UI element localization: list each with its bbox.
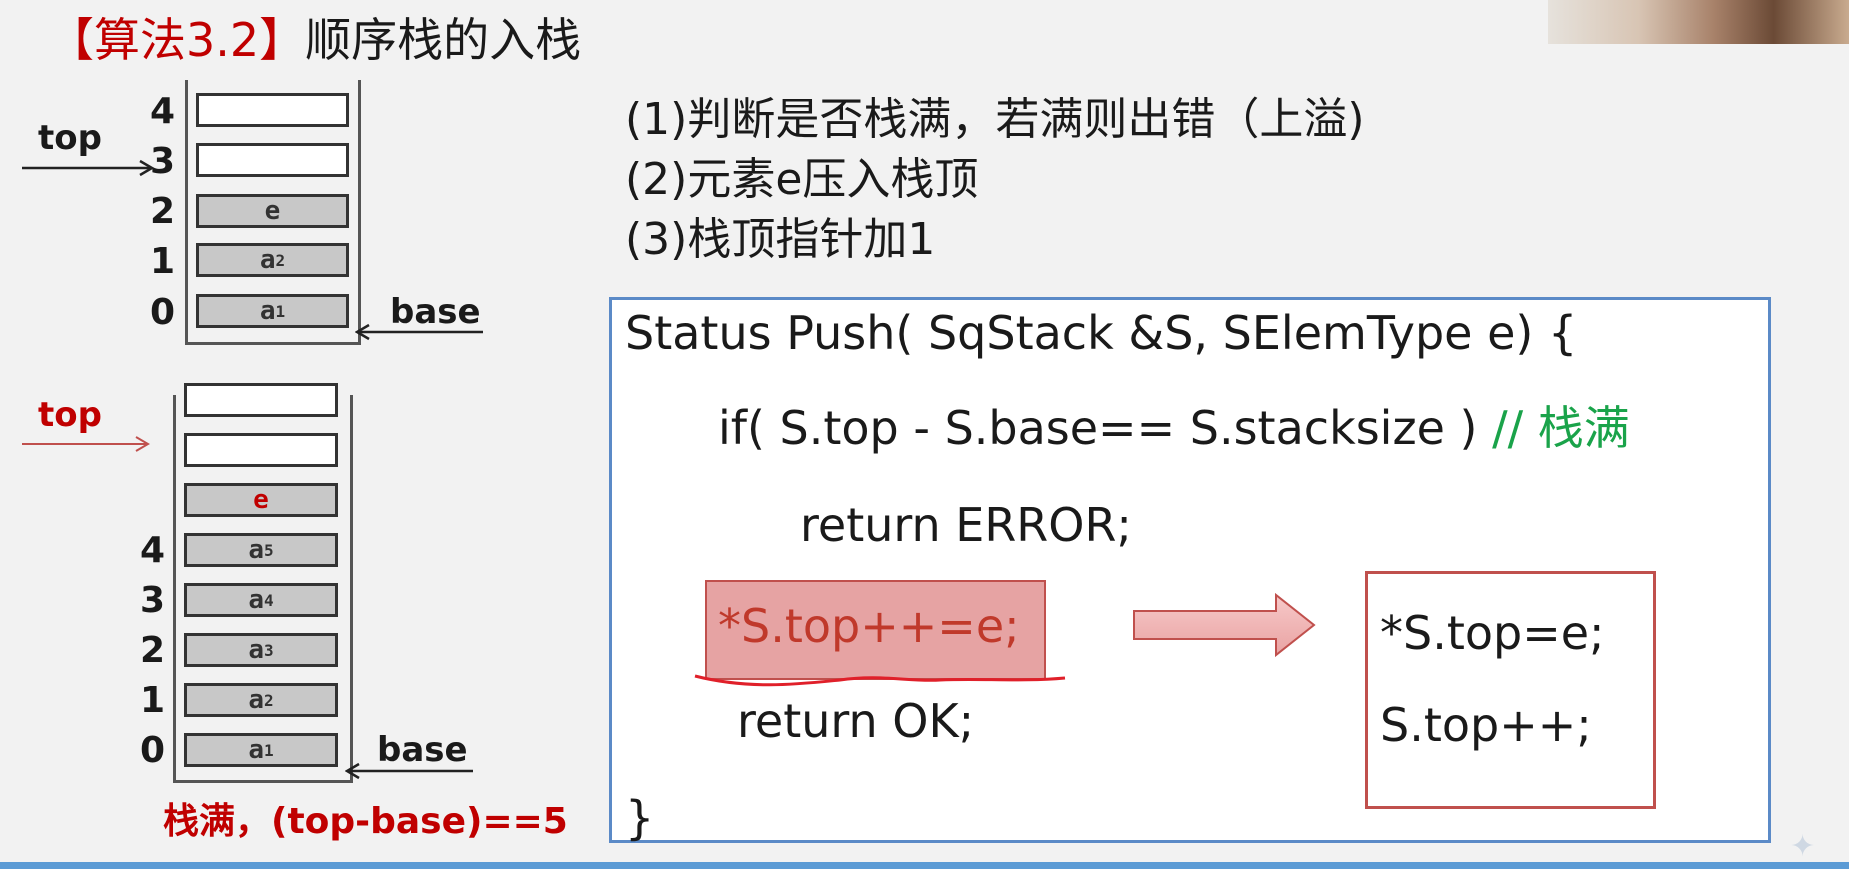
- stack2-top-label: top: [38, 395, 102, 435]
- code-line-2: if( S.top - S.base== S.stacksize ) // 栈满: [718, 401, 1630, 455]
- expanded-line-1: *S.top=e;: [1380, 606, 1605, 660]
- expanded-code-box: [1365, 571, 1656, 809]
- expand-arrow: [1133, 592, 1316, 658]
- code-comment: // 栈满: [1492, 401, 1630, 455]
- algorithm-number: 【算法3.2】: [48, 13, 306, 67]
- stack2-index-4: 4: [139, 530, 165, 571]
- stack1-index-2: 2: [149, 191, 175, 232]
- slide-title: 【算法3.2】顺序栈的入栈: [48, 10, 581, 70]
- stack1-cell-3: [196, 143, 349, 177]
- corner-logo-icon: ✦: [1790, 829, 1816, 864]
- code-line-3: return ERROR;: [800, 498, 1132, 552]
- stack2-base-label: base: [377, 730, 468, 770]
- stack2-cell-5: [184, 433, 338, 467]
- stack1-top-arrow: [22, 159, 155, 177]
- code-line-6: }: [625, 791, 655, 845]
- stack2-top-arrow: [22, 436, 150, 452]
- code-line-1: Status Push( SqStack &S, SElemType e) {: [625, 306, 1578, 360]
- title-text: 顺序栈的入栈: [305, 13, 582, 67]
- stack2-cell-6: [184, 383, 338, 417]
- stack-full-note: 栈满，(top-base)==5: [163, 801, 568, 842]
- stack2-index-1: 1: [139, 680, 165, 721]
- stack2-frame: [173, 395, 353, 783]
- webcam-overlay: [1548, 0, 1849, 44]
- expanded-line-2: S.top++;: [1380, 698, 1592, 752]
- highlight-box: [705, 580, 1046, 680]
- stack1-cell-4: [196, 93, 349, 127]
- stack1-cell-2: e: [196, 194, 349, 228]
- stack1-index-0: 0: [149, 292, 175, 333]
- stack2-base-arrow: [345, 762, 473, 780]
- stack1-index-4: 4: [149, 91, 175, 132]
- step-2: (2)元素e压入栈顶: [625, 154, 979, 205]
- stack2-cell-e: e: [184, 483, 338, 517]
- stack1-base-arrow: [355, 323, 483, 341]
- stack1-frame: [185, 80, 361, 345]
- stack2-index-2: 2: [139, 630, 165, 671]
- step-3: (3)栈顶指针加1: [625, 214, 936, 265]
- push-steps: (1)判断是否栈满，若满则出错（上溢) (2)元素e压入栈顶 (3)栈顶指针加1: [625, 90, 1365, 270]
- step-1: (1)判断是否栈满，若满则出错（上溢): [625, 94, 1365, 145]
- stack2-index-3: 3: [139, 580, 165, 621]
- stack1-index-1: 1: [149, 241, 175, 282]
- code-line-5: return OK;: [737, 694, 975, 748]
- stack1-top-label: top: [38, 118, 102, 158]
- code-line-4: *S.top++=e;: [718, 599, 1020, 653]
- bottom-progress-bar: [0, 862, 1849, 869]
- stack2-index-0: 0: [139, 730, 165, 771]
- handwritten-underline: [694, 674, 1066, 687]
- stack1-index-3: 3: [149, 141, 175, 182]
- stack1-base-label: base: [390, 292, 481, 332]
